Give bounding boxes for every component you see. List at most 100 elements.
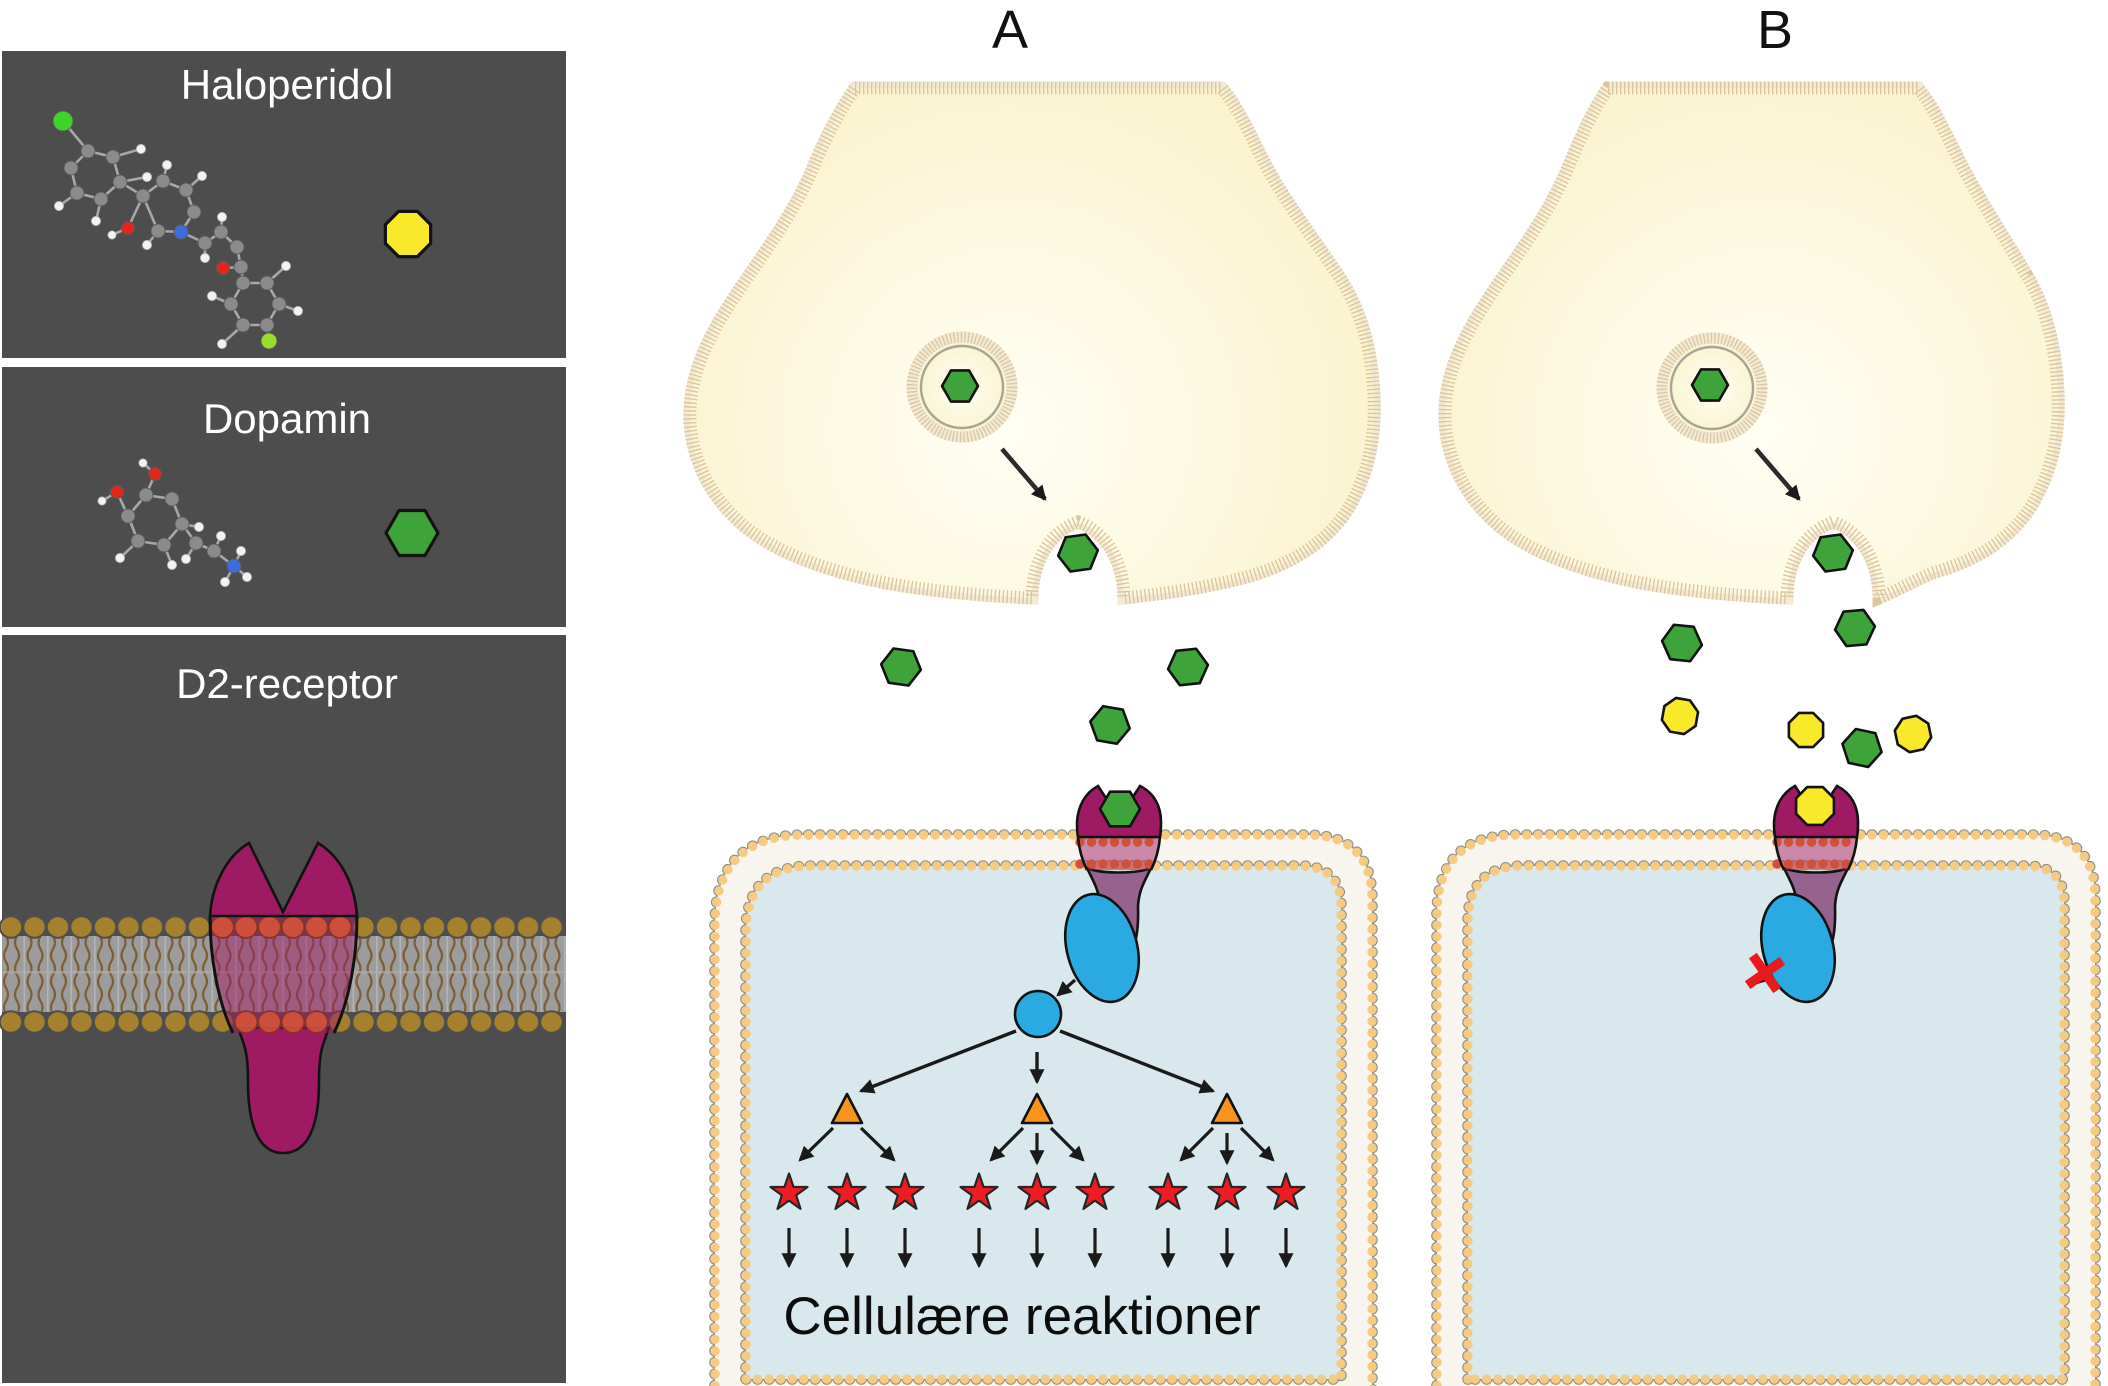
legend-receptor-side-left xyxy=(208,915,235,1034)
atom-F xyxy=(260,332,278,350)
atom-H xyxy=(54,201,64,211)
amplifier-triangle xyxy=(1210,1092,1244,1125)
haloperidol-molecule-b xyxy=(1660,696,1700,736)
dopamine-in-release-pocket-a-shape xyxy=(1056,533,1100,573)
gprotein-activation-arrow xyxy=(1056,978,1077,997)
effector-stars xyxy=(769,1172,1306,1210)
dopamine-in-vesicle-b-shape xyxy=(1690,368,1730,402)
lipid-head-top xyxy=(22,915,47,939)
lipid-head-top xyxy=(116,915,141,939)
dopamine-molecule-a xyxy=(1089,704,1131,746)
released-dopamine-molecules-a xyxy=(879,369,1210,746)
atom-H xyxy=(236,546,246,556)
vesicle-release-arrow-a xyxy=(1000,447,1047,501)
atom-C xyxy=(174,516,190,532)
lipid-head-bottom xyxy=(374,1010,400,1034)
haloperidol-molecule-b-shape xyxy=(1660,696,1700,736)
atom-H xyxy=(91,216,101,226)
atom-H xyxy=(293,306,303,316)
lipid-head-top xyxy=(468,915,494,939)
dopamine-molecule-b-shape xyxy=(1660,623,1704,663)
atom-C xyxy=(120,508,136,524)
atom-C xyxy=(259,317,275,333)
vesicle-a-inner-ring xyxy=(919,344,1005,430)
atom-H xyxy=(217,339,227,349)
lipid-head-bottom xyxy=(139,1010,165,1034)
atom-C xyxy=(186,204,202,220)
amplifier-triangle xyxy=(1020,1092,1054,1125)
haloperidol-molecule-b-shape xyxy=(1893,714,1933,754)
atom-C xyxy=(188,535,204,551)
legend-column: Haloperidol Dopamin D2-receptor xyxy=(0,51,566,1383)
dopamine-molecule-a-shape xyxy=(1089,704,1131,746)
atom-C xyxy=(150,223,166,239)
cascade-arrow-to-right-triangle xyxy=(1059,1029,1216,1094)
legend-panel-dopamin xyxy=(2,367,566,627)
atom-H xyxy=(162,160,172,170)
atom-C xyxy=(105,149,121,165)
receptor-a-binding-cup xyxy=(1075,784,1163,839)
dopamine-molecule-a-shape xyxy=(1166,647,1210,687)
triangle-to-star-arrow xyxy=(1239,1126,1275,1162)
lipid-head-top xyxy=(69,915,94,939)
atom-H xyxy=(220,577,230,587)
triangle-to-star-arrow xyxy=(989,1126,1025,1162)
lipid-head-bottom xyxy=(421,1010,447,1034)
atom-Cl xyxy=(52,110,74,132)
effector-star xyxy=(769,1172,809,1210)
dopamine-in-vesicle-b xyxy=(1690,368,1730,402)
panel-a-normal-dopamine-signaling: A xyxy=(690,0,1374,1386)
atom-C xyxy=(235,275,251,291)
lipid-head-top xyxy=(445,915,470,939)
atom-N xyxy=(226,558,242,574)
lipid-head-bottom xyxy=(186,1010,212,1034)
lipid-head-bottom xyxy=(398,1010,423,1034)
lipid-head-top xyxy=(45,915,71,939)
dopamine-molecule-b xyxy=(1841,727,1883,769)
tinted-lipid-head-bottom xyxy=(304,1010,329,1034)
lipid-head-top xyxy=(186,915,212,939)
dopamine-bound-to-receptor-a xyxy=(1098,790,1142,828)
second-messenger-circle xyxy=(1013,989,1063,1039)
lipid-head-top xyxy=(398,915,423,939)
triangle-to-star-arrow xyxy=(1179,1126,1215,1162)
atom-H xyxy=(138,458,148,468)
legend-d2-receptor-shape xyxy=(208,841,359,1155)
haloperidol-ball-stick-model xyxy=(52,110,303,350)
tinted-lipid-head-top xyxy=(234,915,258,939)
atom-C xyxy=(156,537,172,553)
lipid-head-bottom xyxy=(351,1010,376,1034)
atom-H xyxy=(217,212,227,222)
atom-H xyxy=(194,522,204,532)
dopamine-in-release-pocket-b xyxy=(1811,533,1855,573)
tinted-lipid-head-bottom xyxy=(234,1010,258,1034)
atom-C xyxy=(229,239,245,255)
legend-title-haloperidol: Haloperidol xyxy=(181,61,393,108)
haloperidol-molecule-b xyxy=(1893,714,1933,754)
dopamin-ball-stick-model xyxy=(97,458,252,587)
dopamine-bound-a xyxy=(1098,790,1142,828)
lipid-head-bottom xyxy=(492,1010,517,1034)
lipid-head-bottom xyxy=(468,1010,494,1034)
atom-H xyxy=(142,172,152,182)
atom-H xyxy=(216,531,226,541)
lipid-head-top xyxy=(92,915,118,939)
lipid-head-top xyxy=(0,915,24,939)
haloperidol-bound-b xyxy=(1794,785,1836,827)
dopamine-molecule-a xyxy=(1166,647,1210,687)
lipid-head-top xyxy=(515,915,541,939)
dopamine-molecule-b-shape xyxy=(1833,608,1877,648)
atom-C xyxy=(178,182,194,198)
cellular-reactions-label: Cellulære reaktioner xyxy=(783,1287,1260,1346)
triangle-to-star-arrow xyxy=(859,1126,896,1162)
dopamine-molecule-b xyxy=(1660,623,1704,663)
receptor-a-side-left xyxy=(1076,836,1089,871)
tinted-lipid-head-bottom xyxy=(257,1010,282,1034)
effector-star xyxy=(1148,1172,1188,1210)
atom-C xyxy=(223,296,239,312)
lipid-head-bottom xyxy=(45,1010,71,1034)
cascade-arrow-to-left-triangle xyxy=(858,1029,1017,1094)
legend-haloperidol-symbol xyxy=(383,209,433,259)
